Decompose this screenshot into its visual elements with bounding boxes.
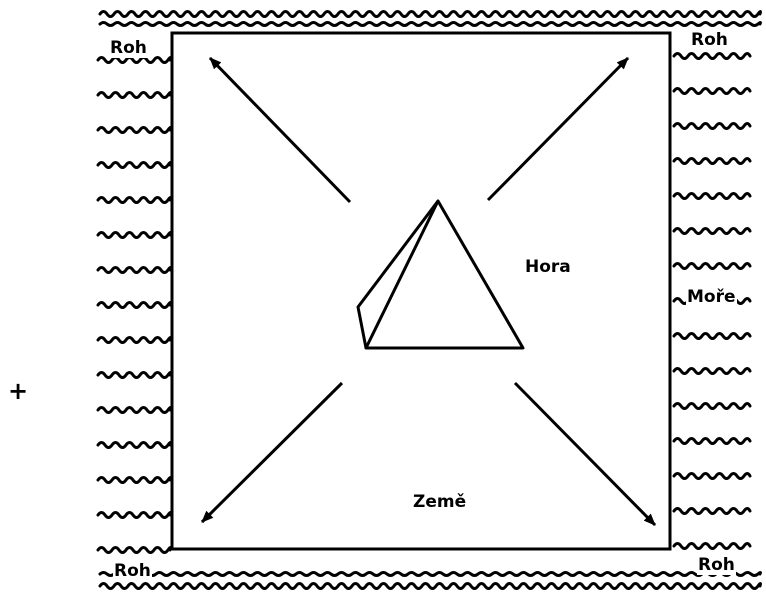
wave-icon xyxy=(674,439,750,444)
wave-icon xyxy=(674,124,750,129)
wave-icon xyxy=(674,89,750,94)
wave-icon xyxy=(674,474,750,479)
wave-icon xyxy=(98,58,170,63)
wave-icon xyxy=(674,194,750,199)
plus-sign: + xyxy=(8,377,28,405)
wave-icon xyxy=(98,268,170,273)
wave-icon xyxy=(674,404,750,409)
wave-icon xyxy=(100,584,760,589)
wave-icon xyxy=(674,54,750,59)
land-label: Země xyxy=(412,492,467,512)
wave-icon xyxy=(674,544,750,549)
mountain-label: Hora xyxy=(524,257,572,277)
wave-icon xyxy=(98,128,170,133)
wave-icon xyxy=(98,198,170,203)
wave-icon xyxy=(98,338,170,343)
wave-icon xyxy=(674,264,750,269)
wave-icon xyxy=(98,443,170,448)
wave-icon xyxy=(674,369,750,374)
sea-label: Moře xyxy=(686,287,737,307)
wave-icon xyxy=(98,233,170,238)
corner-label-top-right: Roh xyxy=(690,30,729,50)
wave-icon xyxy=(98,513,170,518)
corner-label-top-left: Roh xyxy=(109,38,148,58)
wave-icon xyxy=(100,573,760,576)
wave-icon xyxy=(98,93,170,98)
wave-icon xyxy=(674,509,750,514)
wave-icon xyxy=(98,548,170,553)
wave-icon xyxy=(100,12,760,17)
wave-icon xyxy=(674,229,750,234)
wave-icon xyxy=(98,408,170,413)
wave-icon xyxy=(98,478,170,483)
wave-icon xyxy=(100,23,760,26)
corner-label-bottom-right: Roh xyxy=(697,555,736,575)
wave-icon xyxy=(98,303,170,308)
wave-icon xyxy=(674,334,750,339)
corner-label-bottom-left: Roh xyxy=(113,561,152,581)
wave-icon xyxy=(98,163,170,168)
land-square xyxy=(172,33,670,549)
wave-icon xyxy=(674,159,750,164)
wave-icon xyxy=(98,373,170,378)
